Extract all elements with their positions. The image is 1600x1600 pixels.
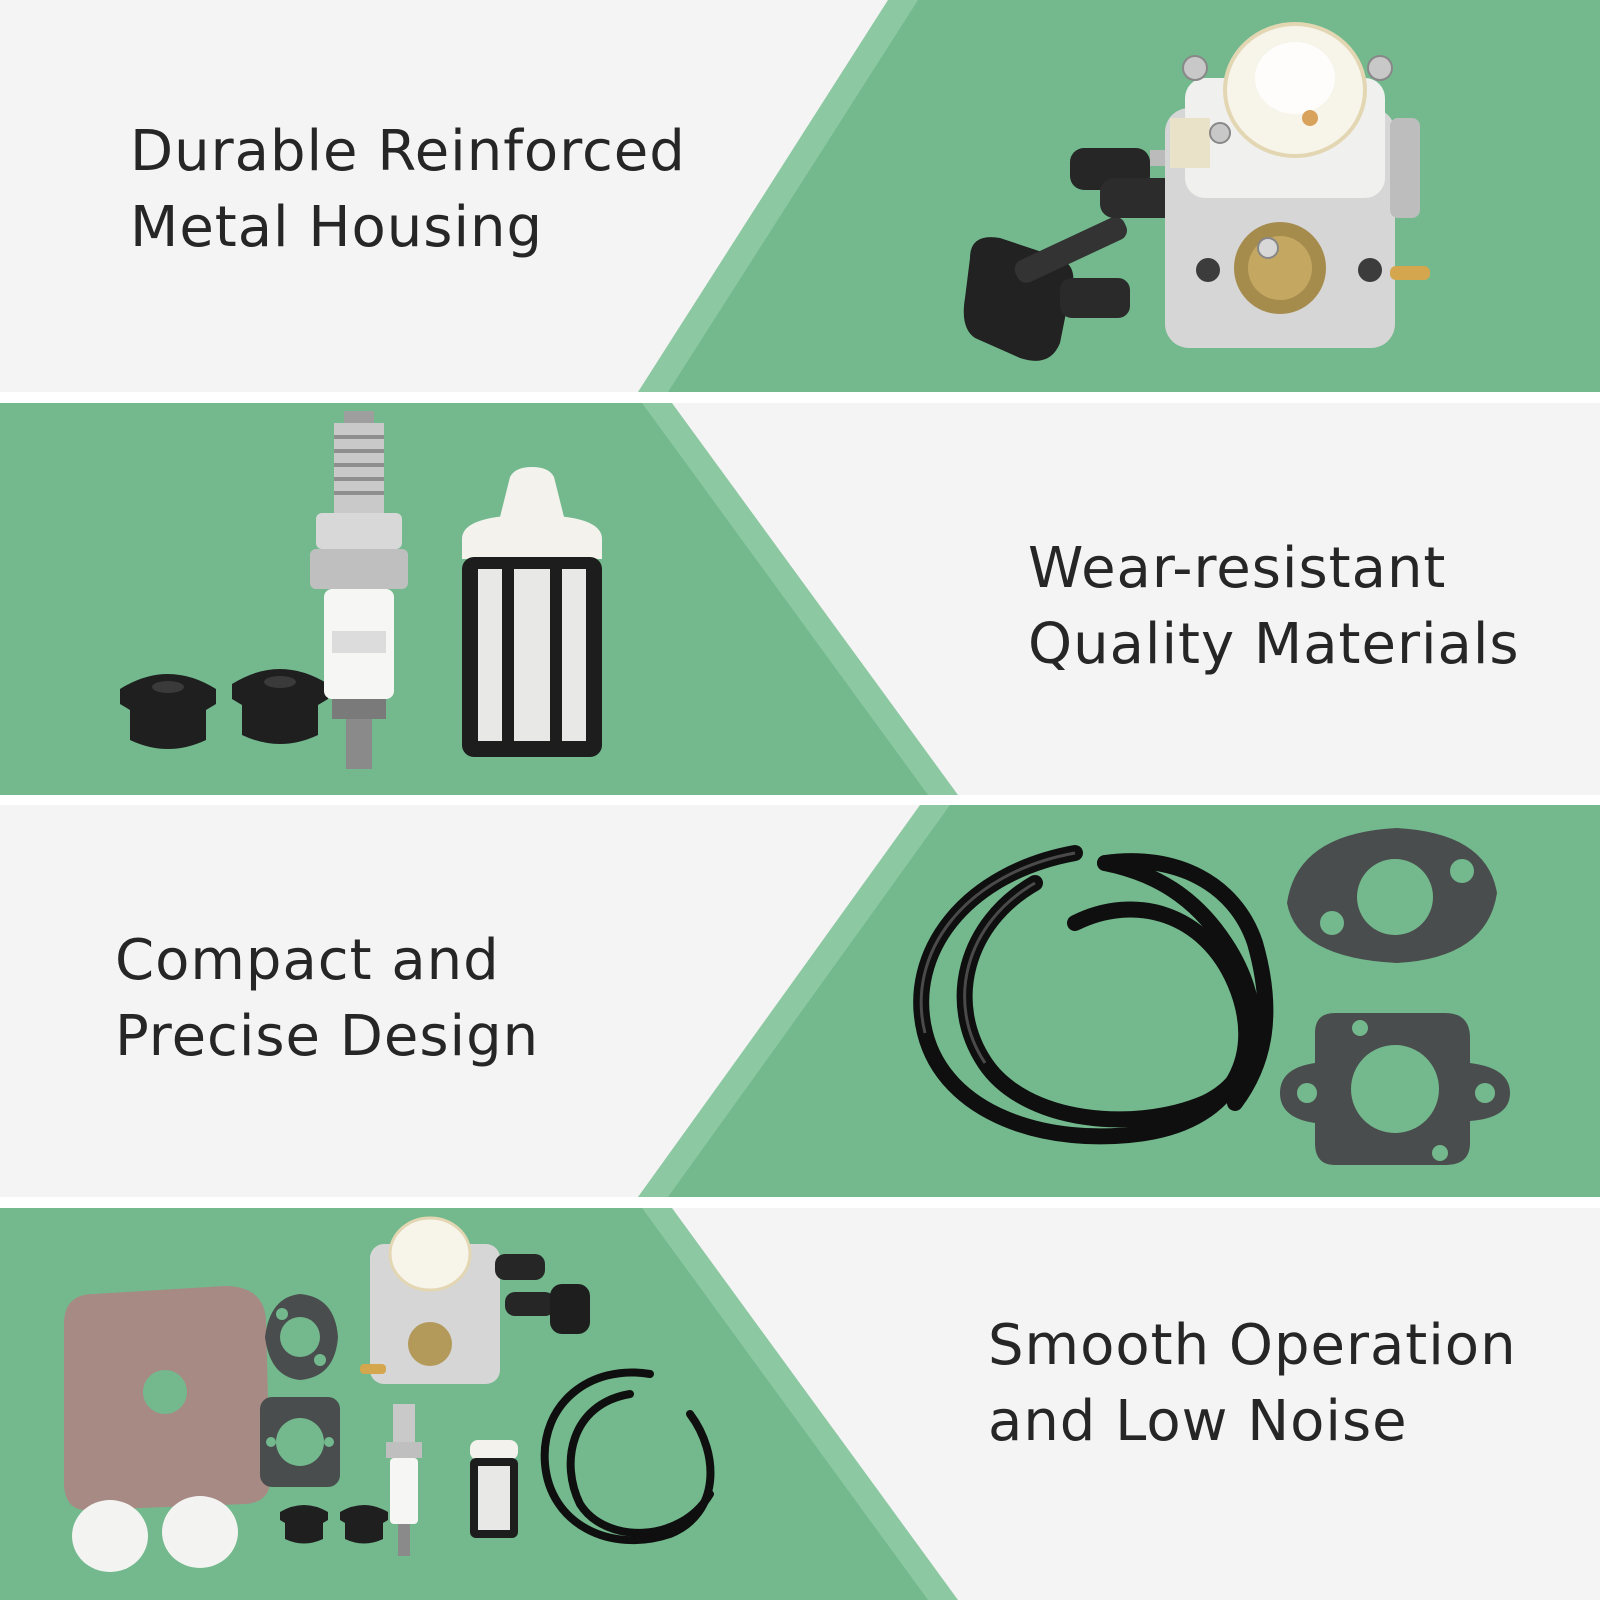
feature-caption: Wear-resistant Quality Materials [1028,531,1520,683]
caption-line-2: Metal Housing [130,195,544,260]
caption-line-2: and Low Noise [988,1389,1408,1454]
feature-panel-operation: Smooth Operation and Low Noise [0,1208,1600,1600]
caption-line-1: Smooth Operation [988,1313,1517,1378]
caption-line-1: Compact and [115,928,500,993]
caption-line-2: Quality Materials [1028,612,1520,677]
fuel-line-and-gaskets-icon [913,828,1510,1165]
feature-caption: Durable Reinforced Metal Housing [130,114,686,266]
feature-caption: Compact and Precise Design [115,923,539,1075]
carburetor-kit-icon [64,1216,715,1572]
caption-line-1: Durable Reinforced [130,119,686,184]
spark-plug-and-fuel-filter-icon [120,411,602,769]
feature-panel-housing: Durable Reinforced Metal Housing [0,0,1600,392]
feature-caption: Smooth Operation and Low Noise [988,1308,1517,1460]
caption-line-2: Precise Design [115,1004,540,1069]
feature-panel-design: Compact and Precise Design [0,805,1600,1197]
feature-panel-materials: Wear-resistant Quality Materials [0,403,1600,795]
caption-line-1: Wear-resistant [1028,536,1447,601]
carburetor-icon [963,22,1430,361]
